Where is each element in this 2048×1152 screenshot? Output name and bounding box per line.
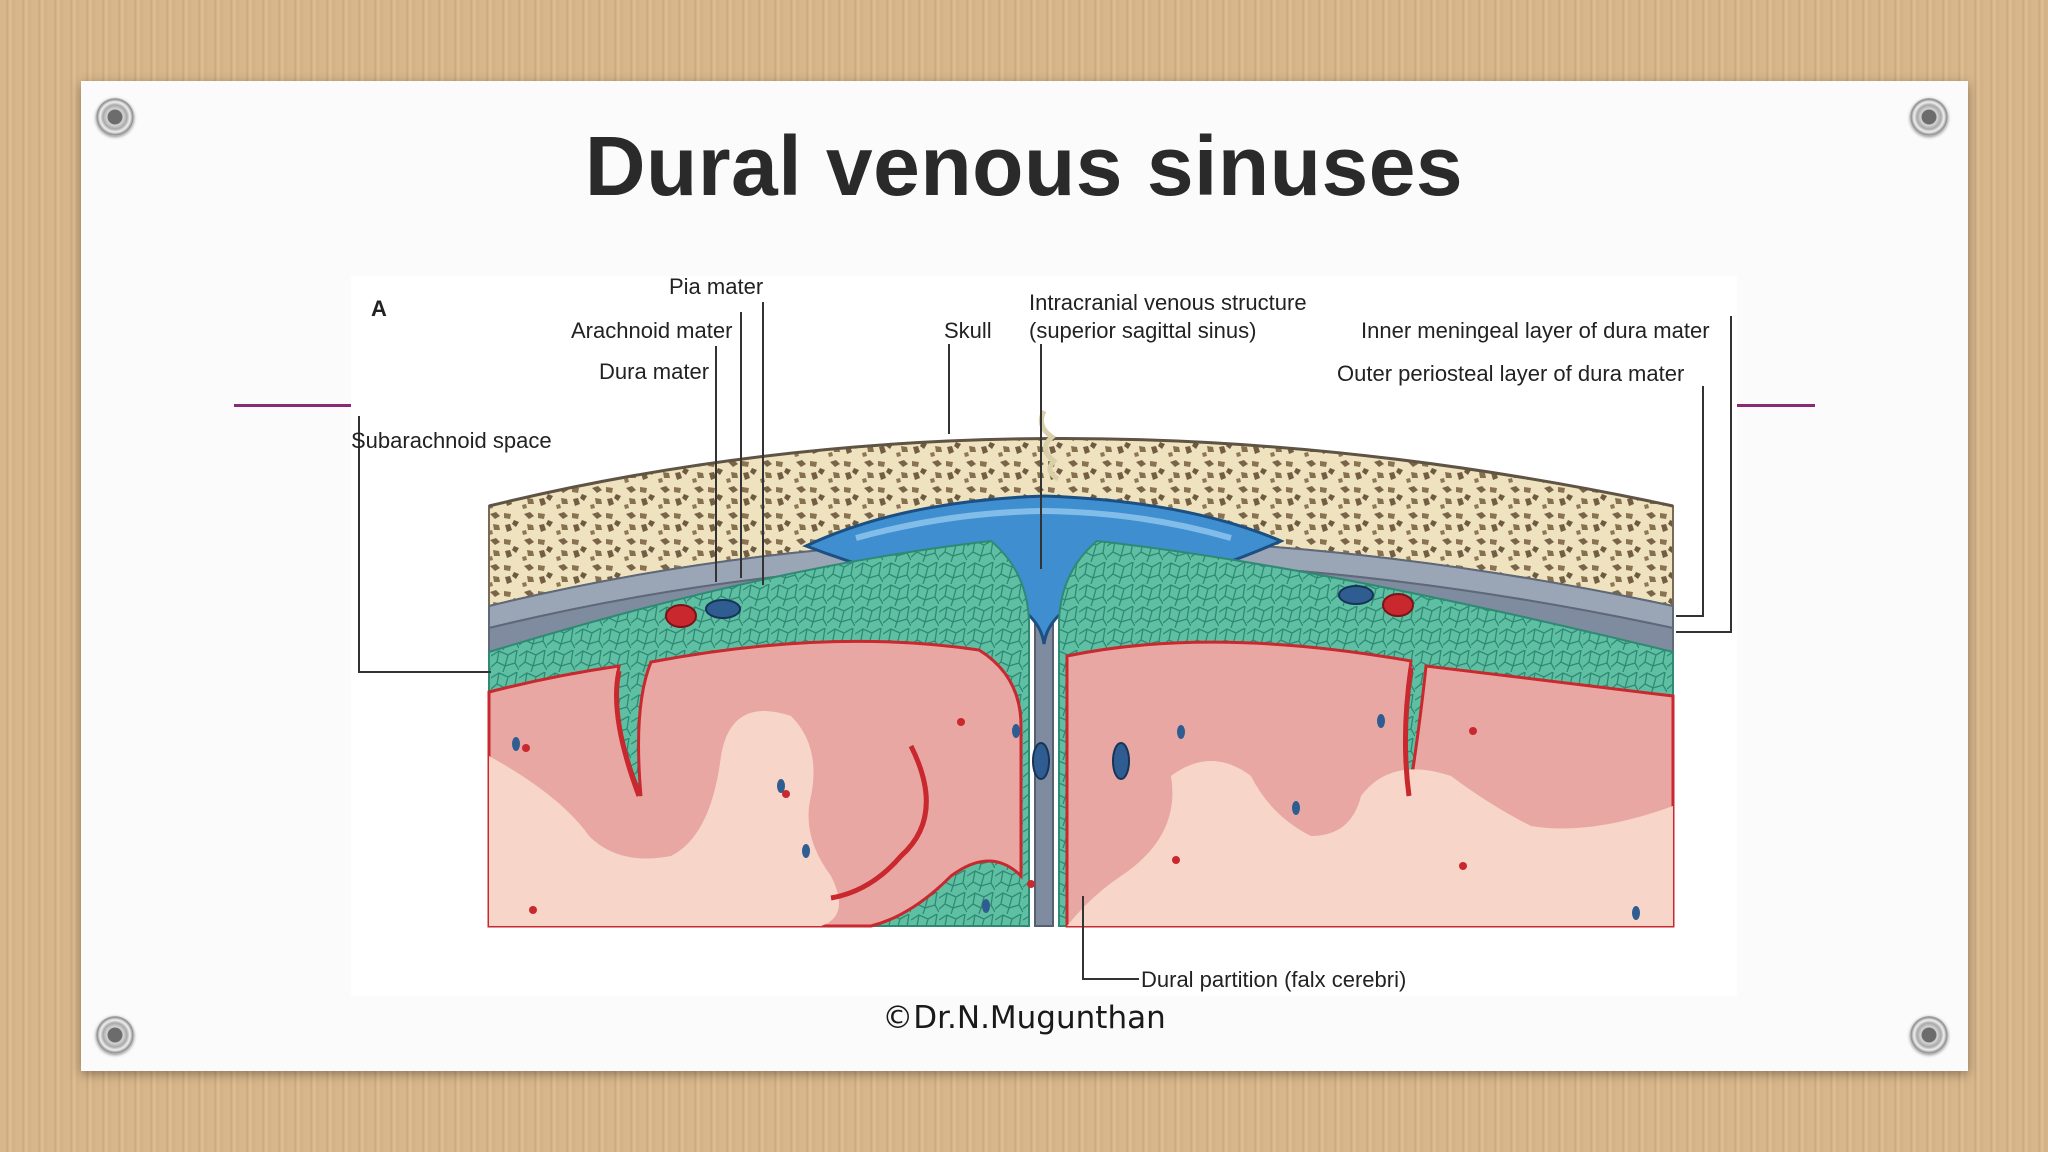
label-dural-partition: Dural partition (falx cerebri) [1141, 967, 1406, 992]
label-venous-structure-2: (superior sagittal sinus) [1029, 318, 1256, 343]
accent-line-right [1737, 404, 1815, 407]
rivet-top-left-icon [96, 98, 134, 136]
bridging-vein-right [1112, 742, 1130, 780]
meninges-diagram: A Pia mater Arachnoid mater Dura mater S… [351, 276, 1732, 992]
copyright-text: ©Dr.N.Mugunthan [882, 1000, 1166, 1036]
label-dura-mater: Dura mater [599, 359, 709, 384]
artery-left [665, 604, 697, 628]
right-white-matter [1067, 761, 1673, 926]
label-outer-periosteal: Outer periosteal layer of dura mater [1337, 361, 1684, 386]
small-vessels [512, 714, 1640, 920]
meninges-figure: A Pia mater Arachnoid mater Dura mater S… [351, 276, 1737, 996]
panel-letter: A [371, 296, 387, 321]
small-arteries [522, 718, 1477, 914]
label-pia-mater: Pia mater [669, 276, 763, 299]
label-arachnoid-mater: Arachnoid mater [571, 318, 732, 343]
label-venous-structure-1: Intracranial venous structure [1029, 290, 1307, 315]
artery-right [1382, 593, 1414, 617]
bridging-vein-left [1032, 742, 1050, 780]
vein-right [1338, 585, 1374, 605]
accent-line-left [234, 404, 352, 407]
label-skull: Skull [944, 318, 992, 343]
left-white-matter [489, 711, 839, 926]
label-subarachnoid-space: Subarachnoid space [351, 428, 552, 453]
rivet-top-right-icon [1910, 98, 1948, 136]
leader-lines [358, 302, 1732, 980]
vein-left [705, 599, 741, 619]
slide-title: Dural venous sinuses [584, 119, 1464, 213]
rivet-bottom-left-icon [96, 1016, 134, 1054]
label-inner-meningeal: Inner meningeal layer of dura mater [1361, 318, 1710, 343]
rivet-bottom-right-icon [1910, 1016, 1948, 1054]
